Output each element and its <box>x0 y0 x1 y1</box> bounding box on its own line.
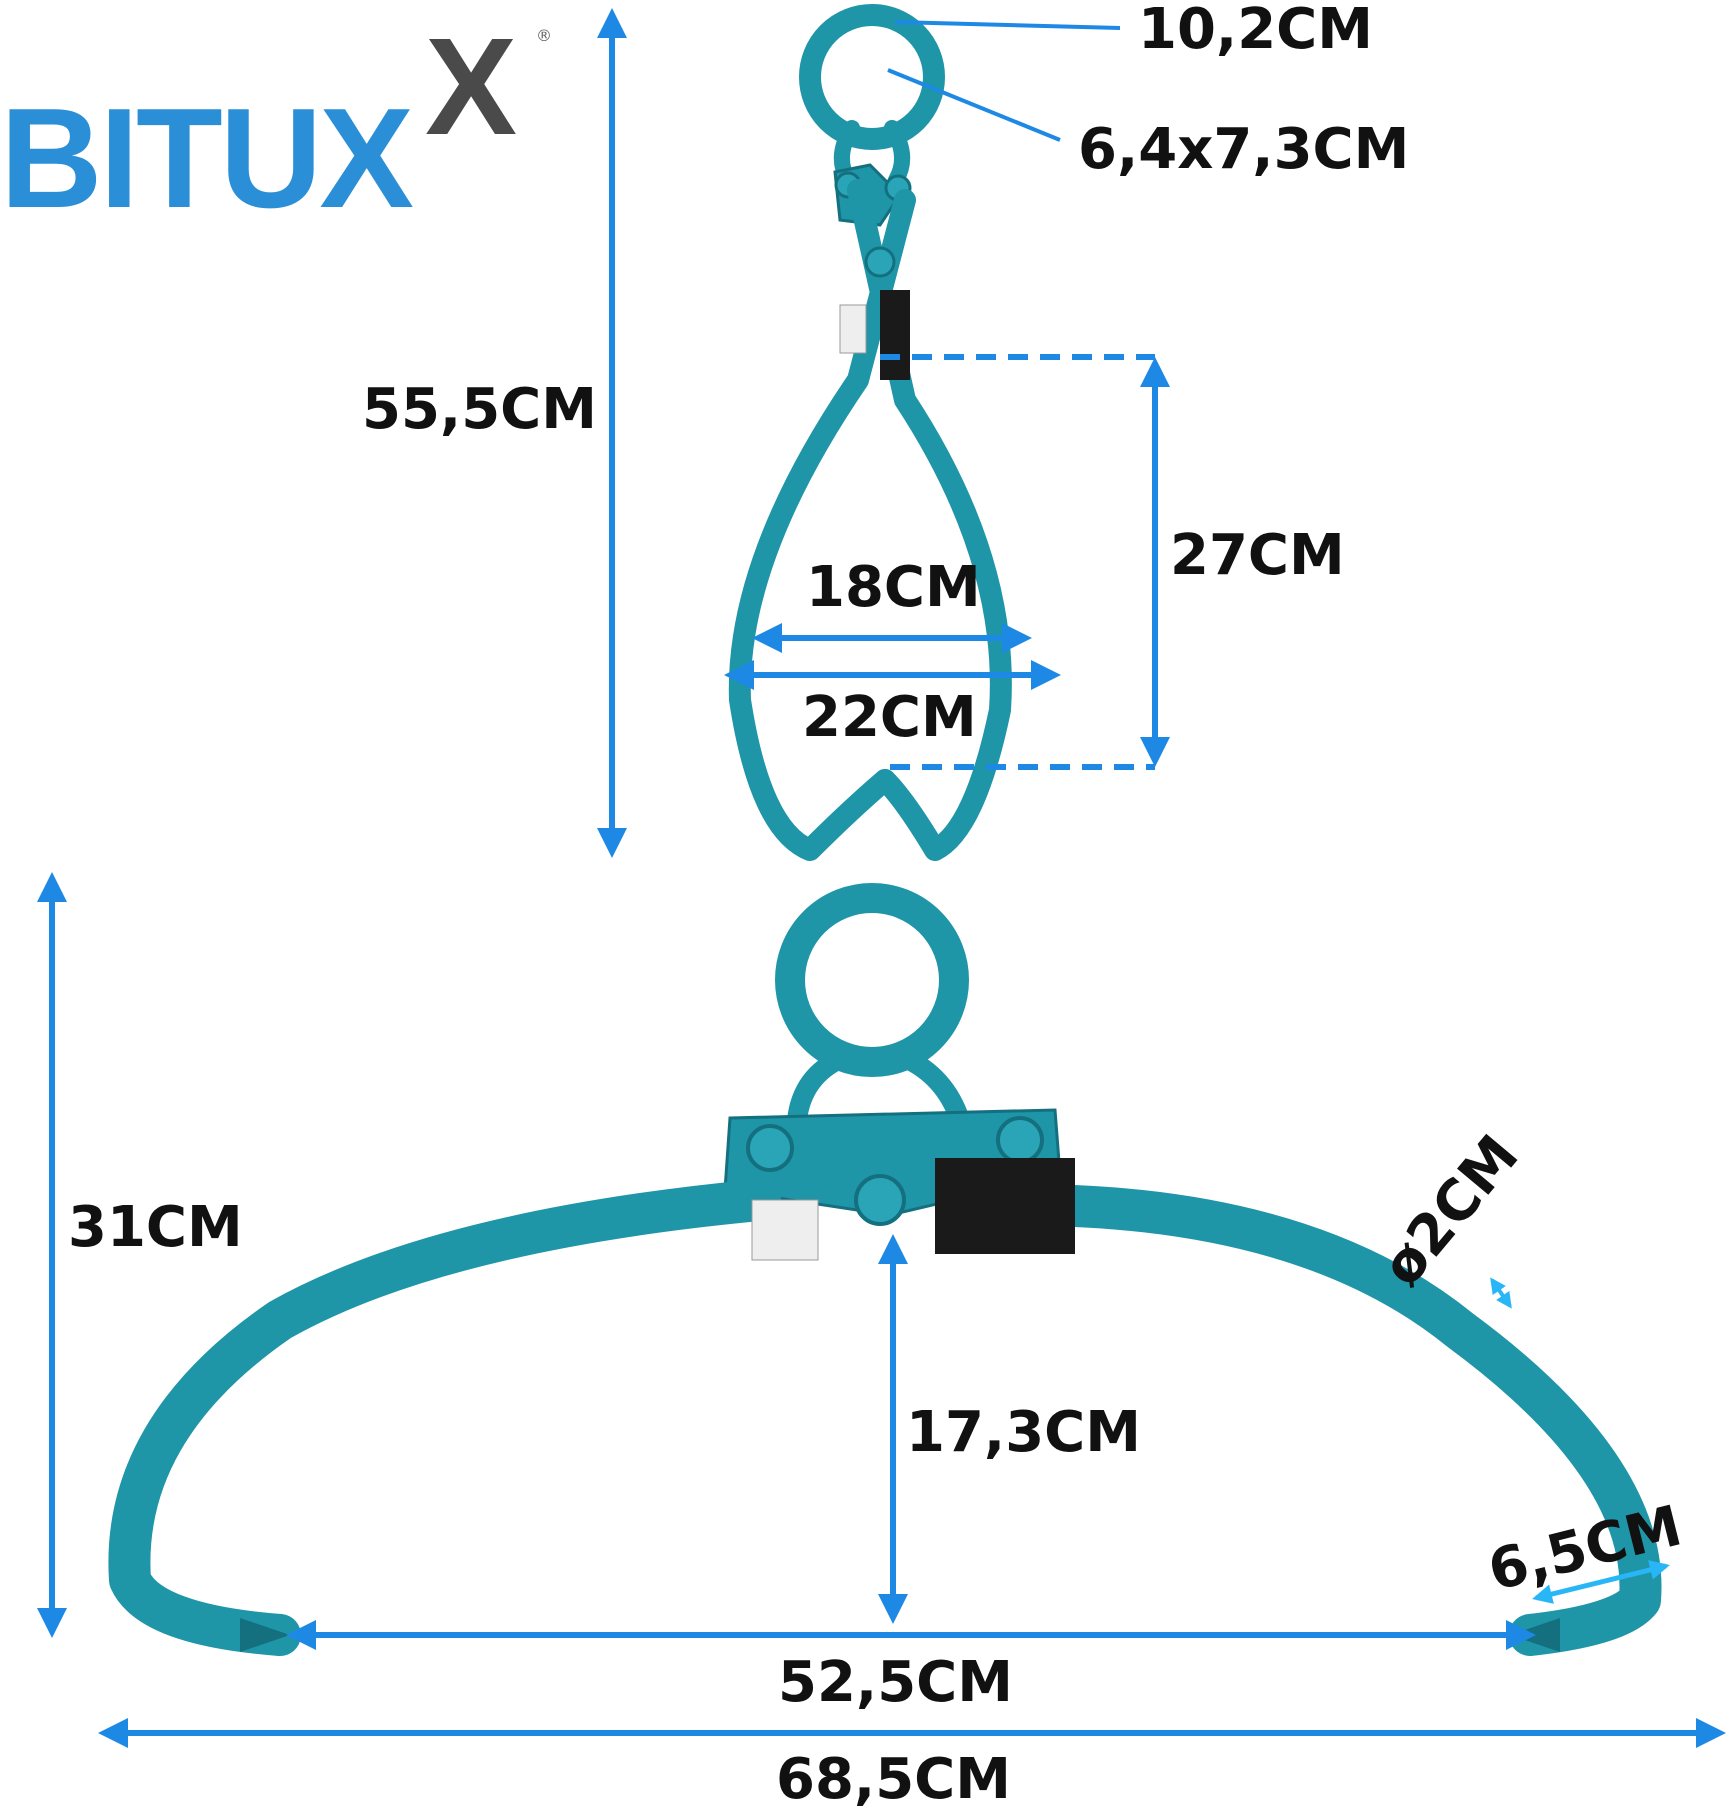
leader-ring-outer <box>894 20 1121 30</box>
tip-arrow-6 <box>1532 1560 1670 1604</box>
registered-mark: ® <box>536 26 552 45</box>
product-label <box>935 1158 1075 1254</box>
log-tongs-open <box>108 883 1662 1656</box>
tong-arm-right-open <box>979 1183 1662 1656</box>
label-ring-outer: 10,2CM <box>1138 0 1373 62</box>
label-inner-width: 18CM <box>806 555 981 620</box>
label-open-height: 31CM <box>68 1195 243 1260</box>
center-bolt-icon <box>864 246 896 278</box>
label-total-span: 68,5CM <box>776 1747 1011 1812</box>
label-ring-inner: 6,4x7,3CM <box>1078 117 1410 182</box>
tong-arm-left-open <box>108 1179 781 1656</box>
label-jaw-depth: 27CM <box>1170 523 1345 588</box>
shackle-right-bottom <box>895 1048 970 1130</box>
label-outer-width: 22CM <box>802 685 977 750</box>
label-total-height: 55,5CM <box>362 377 597 442</box>
shackle-right-top <box>884 120 910 188</box>
barcode-label <box>839 304 867 354</box>
brand-logo: BITUX X ® <box>0 10 560 230</box>
tip-left <box>240 1618 290 1652</box>
leader-ring-inner <box>887 68 1061 142</box>
brand-name: BITUX <box>0 79 414 238</box>
tong-arm-right <box>847 179 1012 861</box>
shackle-left-bottom <box>787 1048 852 1130</box>
product-label <box>880 290 910 380</box>
bolt-icon <box>746 1124 794 1172</box>
tong-arm-left <box>728 189 916 861</box>
top-dimension-lines <box>597 7 1170 858</box>
center-bolt-icon <box>854 1174 906 1226</box>
bolt-icon <box>996 1116 1044 1164</box>
label-inner-span: 52,5CM <box>778 1650 1013 1715</box>
log-tongs-closed <box>728 4 1012 861</box>
label-inner-height: 17,3CM <box>906 1400 1141 1465</box>
brand-mark: X <box>425 10 518 164</box>
bottom-dimension-lines <box>37 872 1726 1748</box>
lifting-ring-top <box>799 4 945 150</box>
lifting-ring-bottom <box>775 883 969 1077</box>
barcode-label <box>751 1199 819 1261</box>
diameter-arrow <box>1490 1277 1512 1309</box>
